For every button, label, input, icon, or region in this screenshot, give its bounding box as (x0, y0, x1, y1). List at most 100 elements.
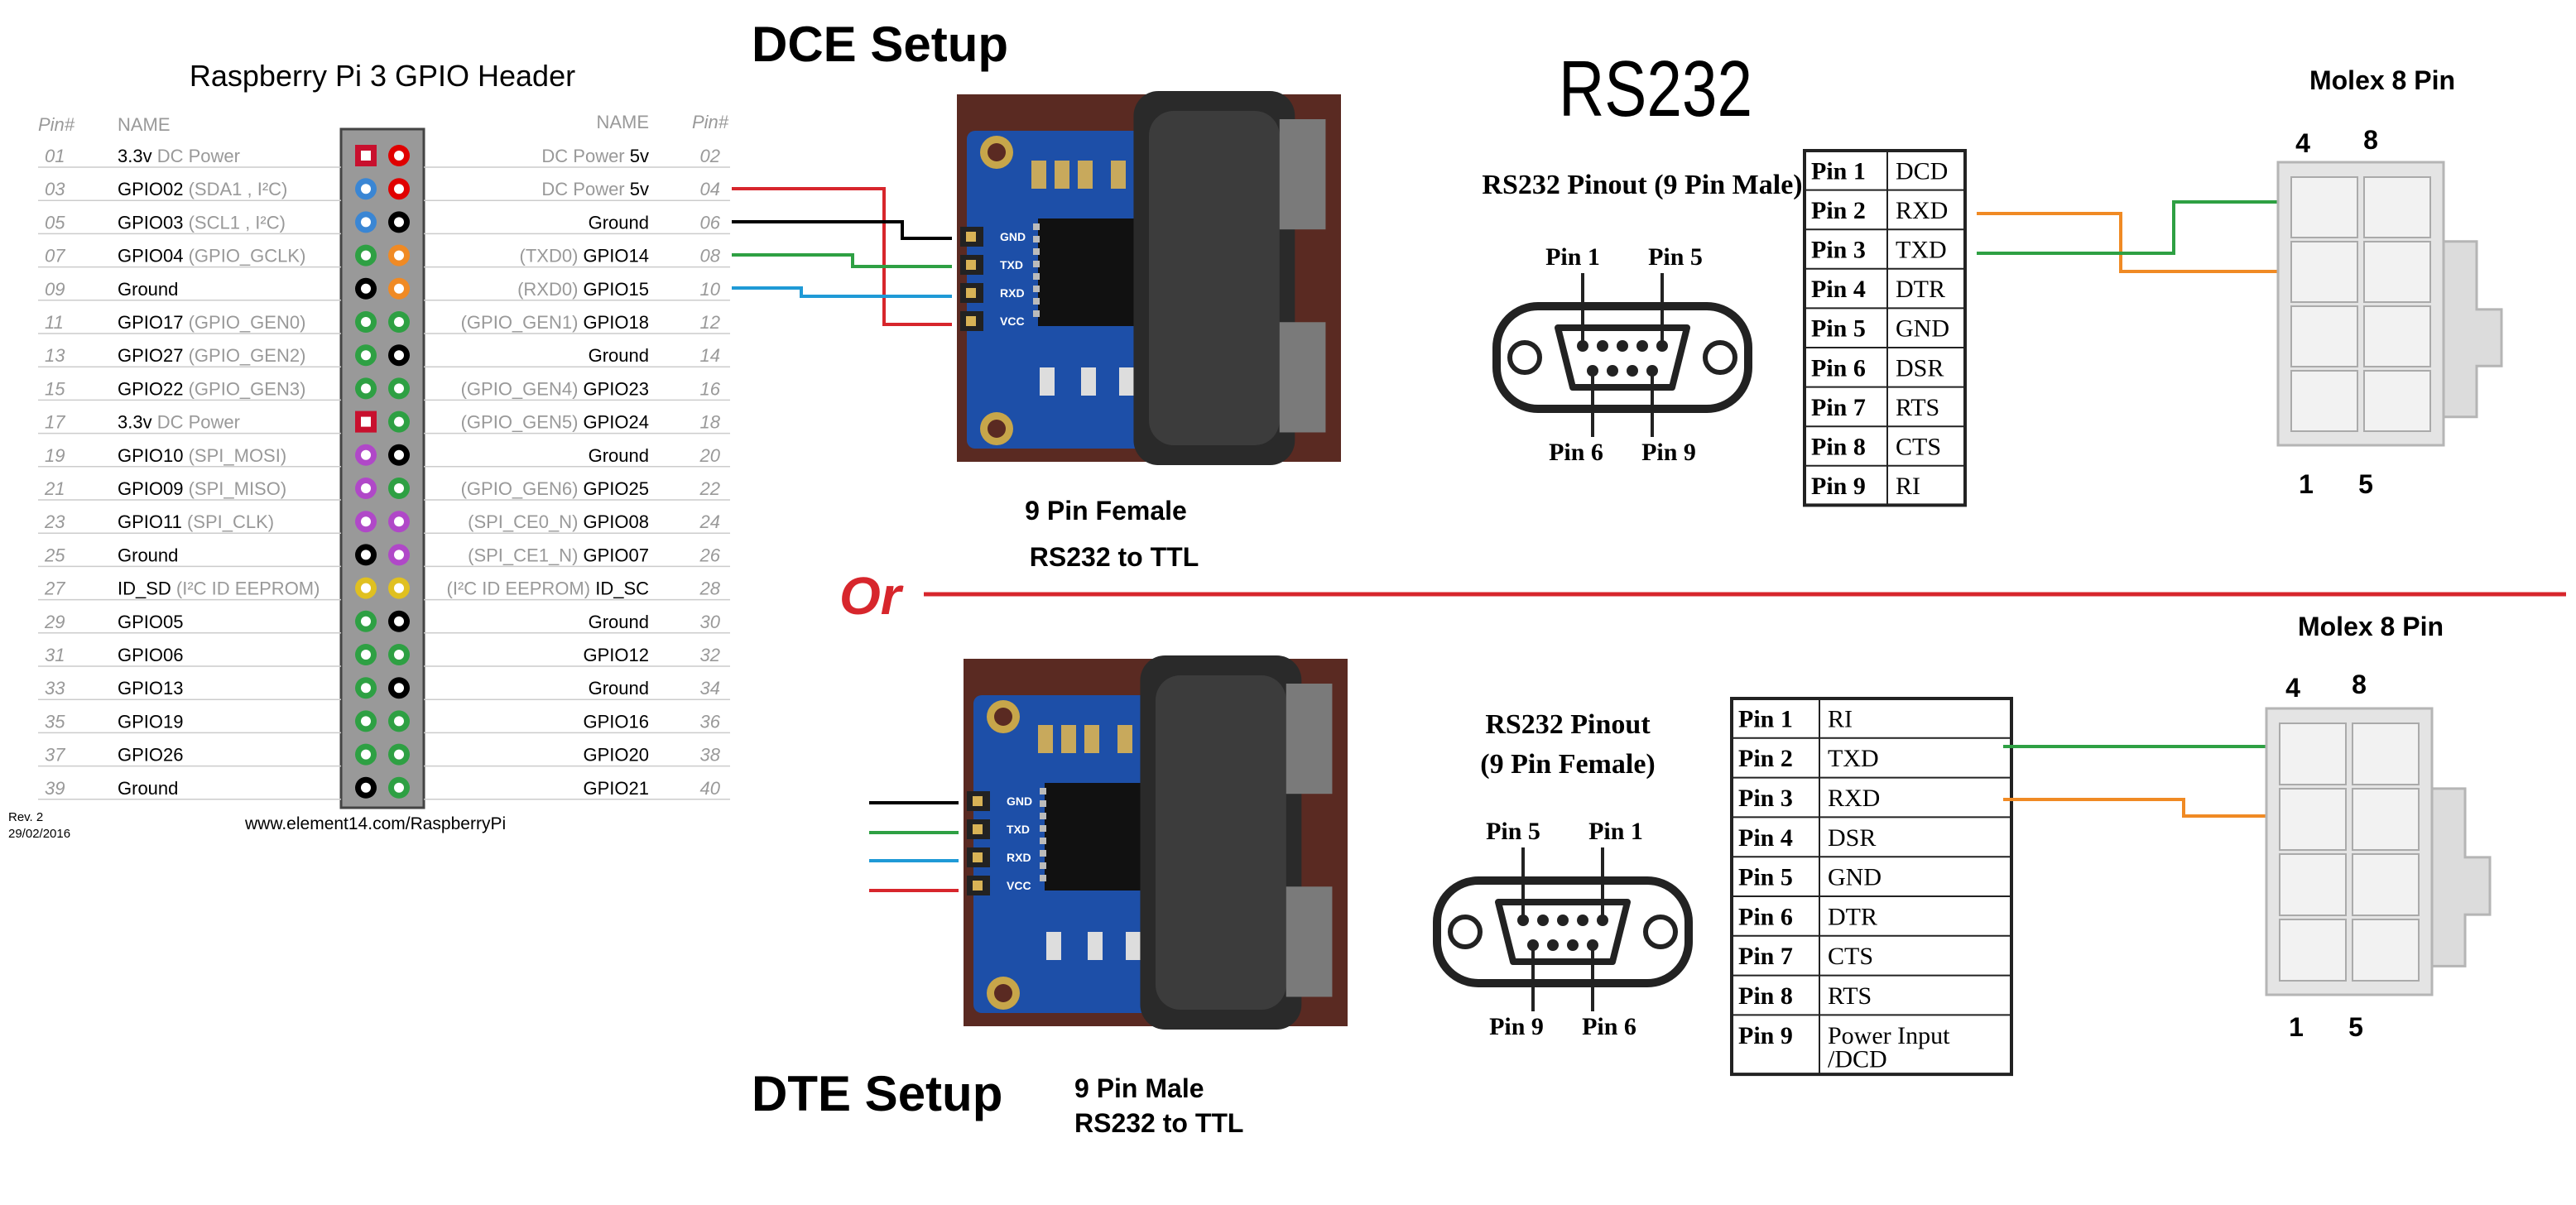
gpio-pin-label-left: GPIO11 (118, 511, 182, 532)
gpio-pin-label-right: GPIO08 (584, 511, 649, 532)
gpio-pin-number-right: 30 (700, 612, 721, 632)
molex-latch (2442, 240, 2503, 419)
gpio-pin-label-right: Ground (589, 678, 649, 699)
board-ic-leg (1040, 788, 1046, 795)
pin-table-signal: TXD (1896, 236, 1947, 263)
gpio-pin-label-left: GPIO17 (118, 312, 183, 333)
gpio-pin-name-left: GPIO06 (118, 645, 183, 665)
db9-trapezoid (1555, 324, 1690, 391)
molex-pin-cavity (2290, 305, 2358, 367)
gpio-pin-name-left: ID_SD (I²C ID EEPROM) (118, 578, 320, 599)
gpio-pin-hole (394, 250, 404, 261)
gpio-pin-name-left: GPIO05 (118, 612, 183, 632)
dce-pinout-title: RS232 Pinout (9 Pin Male) (1482, 170, 1802, 200)
board-ic-leg (1033, 248, 1040, 255)
molex-pin-cavity (2290, 370, 2358, 432)
board-ic-chip (1038, 218, 1137, 326)
gpio-pin-number-left: 21 (44, 478, 65, 499)
db9-pin (1607, 365, 1618, 377)
dce-molex-label-5: 5 (2358, 469, 2373, 499)
gpio-pin-number-right: 36 (700, 711, 721, 732)
pin-table-signal: DCD (1896, 157, 1948, 185)
gpio-pin-number-right: 08 (700, 246, 721, 266)
gpio-pin-label-left: GPIO04 (118, 246, 183, 266)
gpio-pin-alt-left: DC Power (152, 146, 240, 166)
gpio-pin-label-right: ID_SC (595, 578, 649, 599)
board-ic-leg (1040, 800, 1046, 807)
board-capacitor (1117, 725, 1132, 753)
db9-pin (1597, 340, 1608, 352)
gpio-pin-hole (361, 650, 371, 660)
gpio-pin-label-right: GPIO18 (584, 312, 649, 333)
gpio-pin-number-left: 35 (45, 711, 65, 732)
gpio-pin-alt-right: (I²C ID EEPROM) (447, 578, 596, 599)
db9-pin-label-br: Pin 9 (1641, 439, 1696, 466)
gpio-pin-number-right: 40 (700, 778, 721, 799)
gpio-pin-name-left: Ground (118, 545, 178, 565)
board-smd-part (1040, 367, 1055, 396)
gpio-pin-name-right: DC Power 5v (541, 179, 649, 199)
gpio-pin-hole (361, 350, 371, 361)
gpio-pin-alt-right: (GPIO_GEN1) (461, 312, 584, 333)
gpio-pin-name-right: (GPIO_GEN5) GPIO24 (461, 412, 649, 433)
board-ic-leg (1040, 825, 1046, 832)
board-capacitor (1031, 161, 1046, 189)
dce-wires (732, 187, 952, 326)
board-smd-part (1126, 932, 1141, 960)
gpio-pin-hole (361, 782, 371, 793)
gpio-pin-number-right: 38 (700, 745, 721, 766)
pin-table-signal: TXD (1828, 745, 1879, 772)
gpio-pin-hole (361, 151, 371, 161)
pin-table-pin: Pin 1 (1811, 157, 1866, 185)
gpio-pin-number-left: 09 (45, 279, 65, 300)
db9-pin (1557, 915, 1569, 926)
gpio-pin-label-left: 3.3v (118, 412, 152, 433)
dte-molex-label-1: 1 (2289, 1012, 2304, 1042)
board-smd-part (1119, 367, 1134, 396)
gpio-pin-alt-right: (SPI_CE0_N) (468, 511, 583, 532)
gpio-pin-label-right: GPIO15 (584, 279, 649, 300)
molex-pin-cavity (2352, 919, 2420, 982)
molex-pin-cavity (2279, 788, 2347, 851)
board-smd-part (1046, 932, 1061, 960)
gpio-pin-alt-right: (GPIO_GEN6) (461, 478, 584, 499)
gpio-pin-number-right: 32 (700, 645, 720, 665)
db9-trapezoid (1495, 899, 1631, 965)
db9-pin-label-tl: Pin 1 (1545, 243, 1600, 271)
pin-table-signal: RXD (1828, 785, 1880, 812)
gpio-header-name-left: NAME (118, 114, 171, 135)
gpio-pin-name-right: (GPIO_GEN6) GPIO25 (461, 478, 649, 499)
gpio-pin-alt-right: DC Power (541, 146, 629, 166)
board-pin-label: TXD (1000, 258, 1023, 271)
pin-table-pin: Pin 8 (1738, 982, 1793, 1010)
gpio-pin-number-right: 04 (700, 179, 720, 199)
gpio-pin-hole (394, 516, 404, 527)
board-pin-label: VCC (1007, 879, 1031, 892)
board-pin-label: GND (1007, 795, 1032, 808)
db9-pin (1547, 939, 1559, 951)
gpio-pin-label-left: Ground (118, 778, 178, 799)
gpio-pin-number-left: 23 (44, 511, 65, 532)
gpio-pin-label-right: GPIO21 (584, 778, 649, 799)
dte-board-caption-2: RS232 to TTL (1074, 1108, 1243, 1138)
board-header-pin-tip (973, 796, 983, 806)
gpio-pin-number-left: 19 (45, 445, 65, 466)
pin-table-pin: Pin 4 (1738, 824, 1793, 852)
pin-table-pin: Pin 3 (1738, 785, 1793, 812)
gpio-pin-number-right: 10 (700, 279, 721, 300)
gpio-pin-label-left: GPIO13 (118, 678, 183, 699)
gpio-pin-name-right: Ground (589, 612, 649, 632)
gpio-pin-hole (394, 749, 404, 760)
gpio-pin-label-left: 3.3v (118, 146, 152, 166)
board-mount-hole-center (994, 708, 1012, 726)
gpio-pin-name-left: GPIO26 (118, 745, 183, 766)
gpio-pin-hole (394, 583, 404, 593)
gpio-pin-label-left: GPIO06 (118, 645, 183, 665)
gpio-pin-alt-right: (RXD0) (517, 279, 583, 300)
wire-rxd-dce (732, 286, 952, 298)
board-db9-screw (1286, 886, 1333, 997)
db9-screw-hole (1448, 915, 1483, 949)
pin-table-frame (1730, 697, 2013, 1077)
